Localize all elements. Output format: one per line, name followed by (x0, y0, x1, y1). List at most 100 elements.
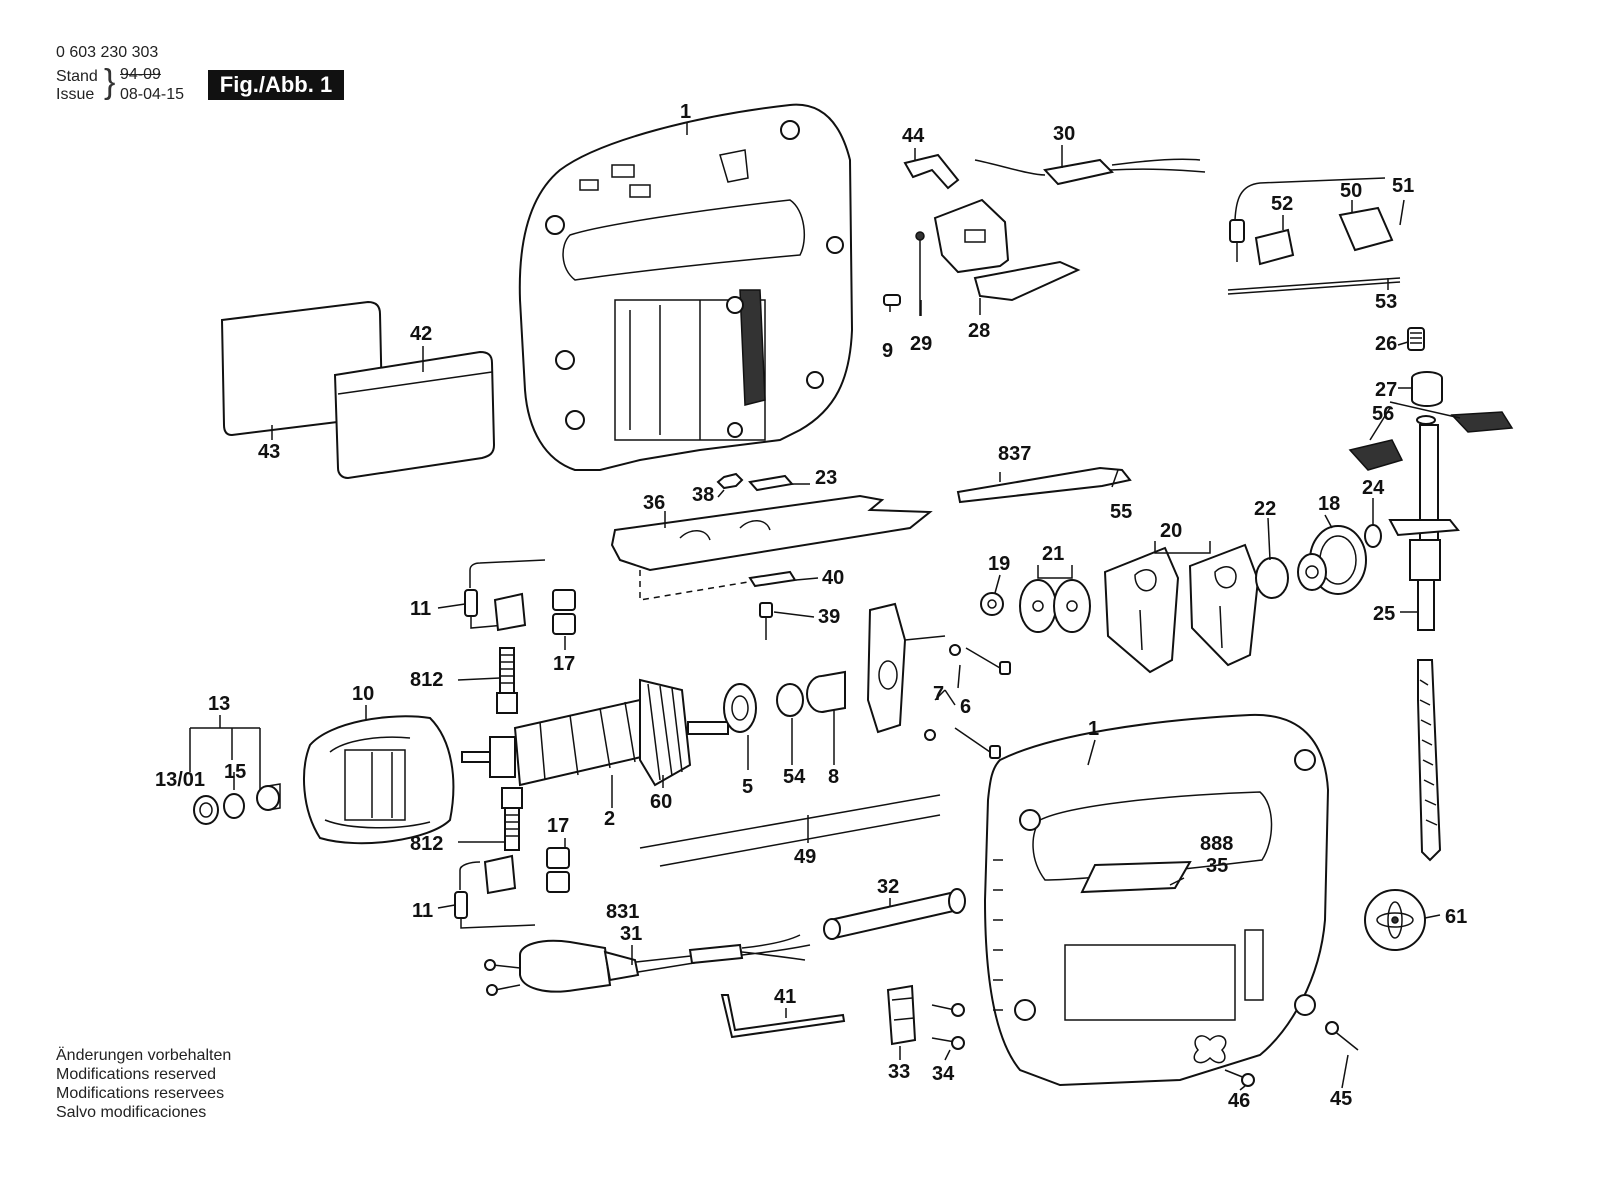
felt-56-right (1450, 411, 1514, 433)
issue-value: 08-04-15 (120, 86, 185, 103)
label-part-50: 50 (1340, 180, 1362, 202)
label-part-45: 45 (1330, 1088, 1352, 1110)
label-part-1-bottom: 1 (1088, 718, 1099, 740)
rating-plate-small (333, 350, 496, 480)
label-part-29: 29 (910, 333, 932, 355)
label-part-15: 15 (224, 761, 246, 783)
label-part-55: 55 (1110, 501, 1132, 523)
spring-17-top (552, 589, 576, 635)
label-part-42: 42 (410, 323, 432, 345)
brush-812-top (496, 647, 518, 714)
type-plate (1080, 860, 1192, 894)
brush-holder-11-top (464, 559, 546, 632)
label-part-9: 9 (882, 340, 893, 362)
saw-blade (1417, 659, 1442, 862)
sleeve-8 (806, 670, 846, 713)
label-part-60: 60 (650, 791, 672, 813)
label-part-26: 26 (1375, 333, 1397, 355)
label-part-19: 19 (988, 553, 1010, 575)
label-part-38: 38 (692, 484, 714, 506)
sticker-61 (1364, 889, 1426, 951)
label-part-61: 61 (1445, 906, 1467, 928)
issue-label: Issue (56, 86, 95, 103)
screw-29 (915, 231, 925, 316)
label-part-13: 13 (208, 693, 230, 715)
bearing-set-13 (193, 783, 281, 825)
modification-notes: Änderungen vorbehalten Modifications res… (56, 1046, 231, 1122)
label-part-54: 54 (783, 766, 806, 788)
label-part-13-01: 13/01 (155, 769, 205, 791)
felt-56-left (1348, 439, 1404, 471)
label-part-32: 32 (877, 876, 899, 898)
label-part-11-bottom: 11 (412, 900, 433, 922)
cable-clamp-33 (886, 984, 917, 1046)
label-part-22: 22 (1254, 498, 1276, 520)
label-part-10: 10 (352, 683, 374, 705)
screw-39 (759, 602, 773, 640)
ring-24 (1364, 524, 1382, 548)
label-part-25: 25 (1373, 603, 1395, 625)
switch-50 (1338, 206, 1394, 252)
capacitor-52 (1229, 177, 1386, 266)
label-part-49: 49 (794, 846, 816, 868)
label-part-23: 23 (815, 467, 837, 489)
label-part-5: 5 (742, 776, 753, 798)
document-number: 0 603 230 303 (56, 44, 159, 61)
label-part-41: 41 (774, 986, 796, 1008)
note-german: Änderungen vorbehalten (56, 1047, 232, 1064)
screw-26 (1407, 327, 1425, 351)
label-part-36: 36 (643, 492, 665, 514)
ball-bearing-5 (723, 683, 757, 733)
label-part-831: 831 (606, 901, 639, 923)
spring-17-bottom (546, 847, 570, 893)
figure-title: Fig./Abb. 1 (208, 70, 344, 100)
label-part-1-top: 1 (680, 101, 691, 123)
pin-9 (883, 294, 901, 306)
leads-49 (639, 794, 941, 867)
label-part-40: 40 (822, 567, 844, 589)
clip-40 (748, 570, 797, 588)
label-part-812-bottom: 812 (410, 833, 443, 855)
brace-symbol: } (104, 63, 116, 101)
label-part-27: 27 (1375, 379, 1397, 401)
gear-18 (1297, 525, 1367, 595)
plate-23 (748, 474, 794, 492)
label-part-8: 8 (828, 766, 839, 788)
armature-2 (461, 678, 729, 787)
label-part-31: 31 (620, 923, 642, 945)
nut-38 (716, 472, 744, 490)
counterweights-21 (1019, 579, 1091, 633)
blade-guide-837 (956, 466, 1132, 504)
switch-housing-28 (933, 198, 1081, 302)
note-french: Modifications reservees (56, 1085, 225, 1102)
stand-value: 94-09 (120, 66, 161, 83)
washer-22 (1255, 557, 1289, 599)
label-part-28: 28 (968, 320, 990, 342)
label-part-34: 34 (932, 1063, 955, 1085)
stand-label: Stand (56, 68, 98, 85)
lead-53 (1227, 277, 1401, 295)
label-part-888: 888 (1200, 833, 1233, 855)
washer-54 (776, 683, 804, 717)
label-part-837: 837 (998, 443, 1031, 465)
screw-46 (1224, 1069, 1255, 1087)
screws-6 (924, 644, 1011, 759)
brush-holder-11-bottom (454, 854, 536, 929)
label-part-39: 39 (818, 606, 840, 628)
base-plate-36 (610, 494, 933, 572)
label-part-20: 20 (1160, 520, 1182, 542)
label-part-24: 24 (1362, 477, 1385, 499)
stroke-rod-25 (1388, 415, 1460, 631)
label-part-17-top: 17 (553, 653, 575, 675)
label-part-46: 46 (1228, 1090, 1250, 1112)
label-part-18: 18 (1318, 493, 1340, 515)
cams-20 (1103, 543, 1260, 674)
label-part-35: 35 (1206, 855, 1228, 877)
housing-half-top (518, 103, 854, 471)
label-part-11-top: 11 (410, 598, 431, 620)
label-part-7: 7 (933, 683, 944, 705)
label-part-43: 43 (258, 441, 280, 463)
bracket-7 (866, 602, 946, 734)
note-english: Modifications reserved (56, 1066, 217, 1083)
